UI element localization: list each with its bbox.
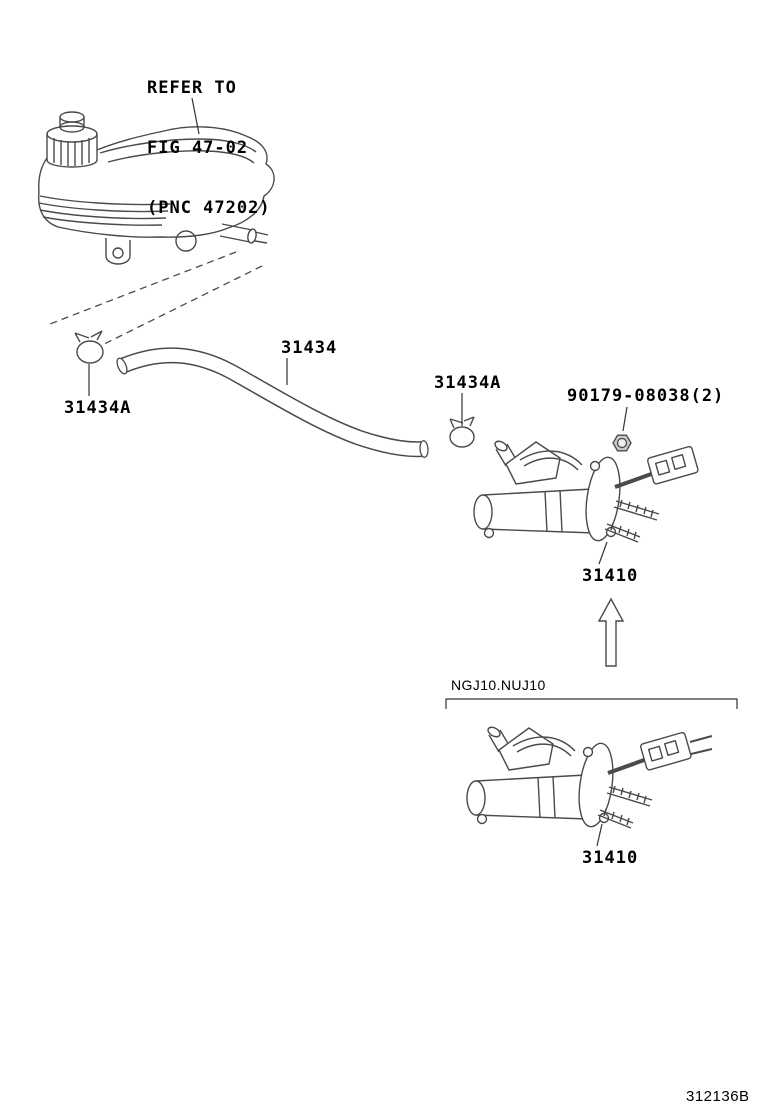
- callout-clamp-left-31434A[interactable]: 31434A: [64, 398, 132, 418]
- model-code: NGJ10.NUJ10: [451, 677, 546, 693]
- leader-lines: [88, 97, 628, 847]
- callout-nut-90179[interactable]: 90179-08038(2): [567, 386, 725, 406]
- hose-clamp-icon-middle: [449, 416, 475, 448]
- hose-drawing: [116, 347, 429, 458]
- nut-icon: [612, 434, 632, 452]
- refer-note-line: REFER TO: [147, 78, 237, 98]
- refer-note-line: (PNC 47202): [147, 198, 271, 218]
- figure-code: 312136B: [686, 1088, 750, 1105]
- clutch-master-cylinder-drawing-upper: [472, 437, 701, 545]
- refer-note: REFER TO FIG 47-02 (PNC 47202): [147, 38, 271, 258]
- hose-clamp-icon-left: [74, 330, 104, 364]
- up-arrow-icon: [597, 597, 625, 667]
- callout-cylinder-upper-31410[interactable]: 31410: [582, 566, 639, 586]
- fluid-reservoir-drawing: [37, 111, 275, 265]
- callout-clamp-mid-31434A[interactable]: 31434A: [434, 373, 502, 393]
- model-bracket-line: [445, 698, 738, 709]
- clutch-master-cylinder-drawing-lower: [465, 723, 713, 831]
- connector-prongs: [689, 735, 713, 755]
- callout-hose-31434[interactable]: 31434: [281, 338, 338, 358]
- dashed-locator-lines: [49, 251, 263, 355]
- refer-note-line: FIG 47-02: [147, 138, 249, 158]
- callout-cylinder-lower-31410[interactable]: 31410: [582, 848, 639, 868]
